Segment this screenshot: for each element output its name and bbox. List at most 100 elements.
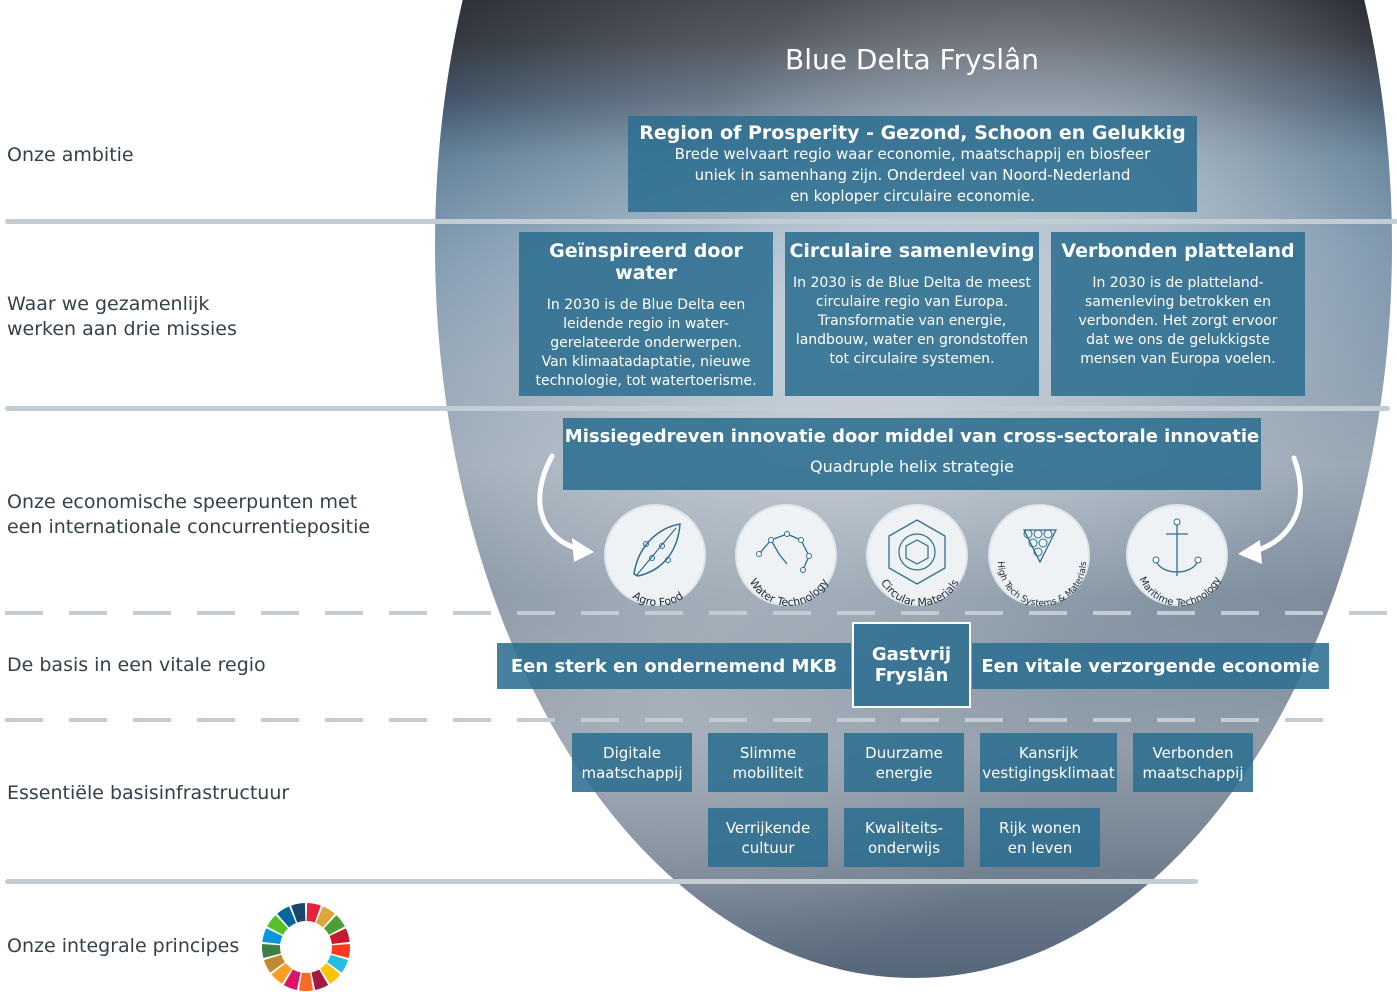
infra-line: Kansrijk: [1018, 743, 1079, 762]
mission-text-line: landbouw, water en grondstoffen: [795, 332, 1029, 348]
infra-line: Digitale: [603, 743, 661, 762]
mission-title: Circulaire samenleving: [789, 240, 1035, 262]
ambition-box: Region of Prosperity - Gezond, Schoon en…: [628, 116, 1197, 212]
label-missies-line1: Waar we gezamenlijk: [7, 293, 210, 315]
sdg-segment: [291, 903, 306, 923]
focus-circular-materials: [866, 504, 968, 606]
ambition-heading: Region of Prosperity - Gezond, Schoon en…: [639, 122, 1186, 144]
svg-text:Water Technology: Water Technology: [747, 576, 832, 609]
infra-line: Rijk wonen: [999, 818, 1081, 837]
basis-left-label: Een sterk en ondernemend MKB: [510, 655, 838, 677]
basis-center-label: Fryslân: [874, 665, 949, 686]
ambition-line: en koploper circulaire economie.: [790, 187, 1035, 205]
sdg-segment: [323, 915, 345, 935]
sdg-segment: [263, 954, 285, 973]
basis-left-box: Een sterk en ondernemend MKB: [497, 643, 851, 689]
sdg-segment: [327, 954, 349, 973]
basis-center-label: Gastvrij: [871, 644, 952, 665]
focus-agro-food: [604, 504, 706, 606]
label-principes: Onze integrale principes: [7, 935, 240, 957]
diagram-title: Blue Delta Fryslân: [785, 43, 1039, 76]
mission-text-line: technologie, tot watertoerisme.: [535, 373, 757, 389]
sdg-segment: [277, 906, 297, 928]
mission-text-line: mensen van Europa voelen.: [1080, 351, 1276, 367]
focus-water-technology: [735, 504, 837, 606]
mission-text-line: Van klimaatadaptatie, nieuwe: [541, 354, 751, 370]
sdg-wheel-icon: [262, 903, 350, 991]
label-missies-line2: werken aan drie missies: [7, 318, 237, 340]
sdg-segment: [298, 972, 314, 991]
mission-text-line: In 2030 is de Blue Delta de meest: [793, 275, 1031, 291]
focus-label-hightech: High Tech Systems & Materials: [995, 561, 1089, 609]
sdg-segment: [320, 963, 341, 984]
sdg-segment: [262, 928, 283, 944]
infra-line: en leven: [1007, 838, 1073, 857]
sdg-segment: [306, 903, 321, 923]
mission-title: Geïnspireerd door water: [549, 240, 743, 284]
sdg-segment: [271, 963, 292, 984]
mission-text-line: gerelateerde onderwerpen.: [550, 335, 742, 351]
infra-line: energie: [875, 763, 933, 782]
focus-label-maritime: Maritime Technology: [1136, 575, 1223, 609]
triangle-nodes-icon: [1022, 529, 1058, 564]
separator-line: [5, 406, 1390, 411]
innovation-sub: Quadruple helix strategie: [810, 457, 1014, 476]
infra-line: Verrijkende: [725, 818, 811, 837]
infra-line: Duurzame: [865, 743, 943, 762]
dashed-separator: [5, 718, 1340, 722]
infra-line: Slimme: [739, 743, 797, 762]
sdg-segment: [331, 944, 350, 958]
mission-text-line: samenleving betrokken en: [1084, 294, 1272, 310]
focus-label-circular: Circular Materials: [878, 577, 962, 609]
infra-line: Verbonden: [1152, 743, 1234, 762]
hexagon-icon: [888, 519, 946, 585]
label-ambitie: Onze ambitie: [7, 144, 134, 166]
right-curved-arrow-icon: [1238, 455, 1303, 564]
anchor-icon: [1152, 518, 1202, 576]
basis-right-box: Een vitale verzorgende economie: [972, 643, 1329, 689]
mission-title: Verbonden platteland: [1061, 240, 1295, 262]
basis-center-box: Gastvrij Fryslân: [852, 622, 971, 708]
mission-text-line: In 2030 is de platteland-: [1092, 275, 1264, 291]
separator-line: [5, 879, 1198, 884]
left-curved-arrow-icon: [537, 453, 594, 562]
focus-high-tech-systems: [988, 504, 1090, 606]
mission-text-line: dat we ons de gelukkigste: [1086, 332, 1270, 348]
infra-line: maatschappij: [581, 763, 683, 782]
infra-box: Kwaliteits-onderwijs: [844, 808, 964, 867]
svg-text:Agro Food: Agro Food: [630, 589, 685, 609]
label-speerpunten-line2: een internationale concurrentiepositie: [7, 516, 371, 538]
svg-text:Maritime Technology: Maritime Technology: [1136, 575, 1223, 609]
mission-text-line: circulaire regio van Europa.: [815, 294, 1009, 310]
leaf-icon: [633, 523, 681, 577]
innovation-heading: Missiegedreven innovatie door middel van…: [564, 426, 1260, 447]
focus-labels: Agro Food Water Technology Circular Mate…: [630, 561, 1223, 609]
infra-line: maatschappij: [1142, 763, 1244, 782]
sdg-segment: [315, 906, 335, 928]
ambition-line: Brede welvaart regio waar economie, maat…: [674, 145, 1151, 163]
infra-line: vestigingsklimaat: [982, 763, 1115, 782]
infra-line: cultuur: [741, 838, 795, 857]
mission-box-platteland: Verbonden platteland In 2030 is de platt…: [1051, 232, 1305, 396]
infra-line: Kwaliteits-: [864, 818, 944, 837]
basis-right-label: Een vitale verzorgende economie: [981, 655, 1320, 677]
infra-line: onderwijs: [867, 838, 941, 857]
mission-box-water: Geïnspireerd door water In 2030 is de Bl…: [519, 232, 773, 396]
svg-text:High Tech Systems & Materials: High Tech Systems & Materials: [995, 561, 1089, 609]
focus-maritime-technology: [1126, 504, 1228, 606]
ambition-line: uniek in samenhang zijn. Onderdeel van N…: [694, 166, 1131, 184]
mission-box-circulair: Circulaire samenleving In 2030 is de Blu…: [785, 232, 1039, 396]
sdg-segment: [329, 928, 350, 944]
infra-line: mobiliteit: [732, 763, 804, 782]
label-speerpunten-line1: Onze economische speerpunten met: [7, 491, 358, 513]
mission-text-line: leidende regio in water-: [563, 316, 729, 332]
innovation-box: Missiegedreven innovatie door middel van…: [563, 418, 1261, 490]
separator-line: [5, 219, 1397, 224]
mission-text-line: Transformatie van energie,: [817, 313, 1007, 329]
